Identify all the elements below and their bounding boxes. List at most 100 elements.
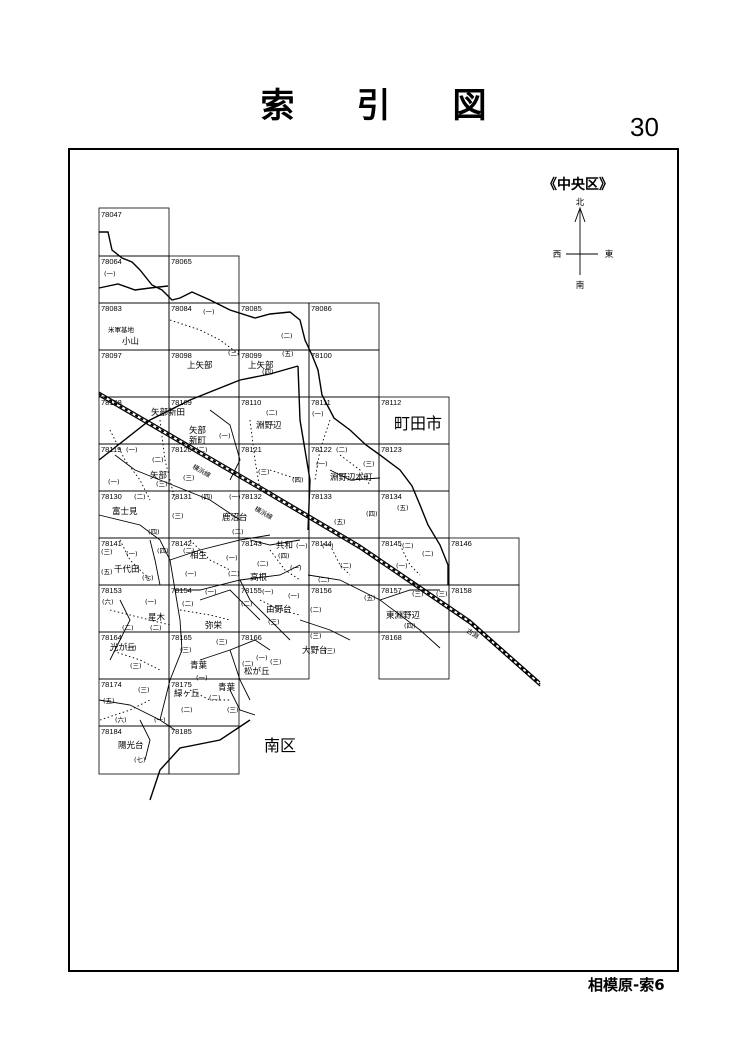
chome-marker: (一) [290, 564, 302, 572]
place-name: 松が丘 [244, 666, 270, 677]
chome-marker: (二) [183, 547, 195, 555]
chome-marker: (三) [324, 647, 336, 655]
chome-marker: (二) [152, 456, 164, 464]
chome-marker: (一) [185, 570, 197, 578]
chome-marker: (七) [142, 573, 154, 582]
chome-marker: (二) [422, 550, 434, 558]
chome-marker: (一) [145, 598, 157, 606]
grid-id: 78121 [241, 445, 262, 454]
chome-marker: (二) [402, 542, 414, 550]
page-number: 30 [630, 112, 659, 142]
chome-marker: (四) [201, 493, 213, 501]
grid-ids: 78047 78064 78065 78083 78084 78085 7808… [101, 210, 472, 736]
place-name: 上矢部 [187, 360, 213, 371]
grid-id: 78166 [241, 633, 262, 642]
grid-id: 78153 [101, 586, 122, 595]
chome-marker: (三) [180, 646, 192, 654]
grid-sheets [98, 207, 520, 775]
chome-marker: (二) [150, 624, 162, 632]
chome-marker: (二) [318, 576, 330, 584]
grid-id: 78142 [171, 539, 192, 548]
map-frame [68, 148, 679, 972]
chome-marker: (六) [115, 715, 127, 724]
chome-marker: (七) [134, 755, 146, 764]
place-name: 矢部新田 [151, 407, 185, 418]
footer-label: 相模原-索6 [588, 976, 665, 994]
grid-id: 78084 [171, 304, 192, 313]
place-name: 千代田 [114, 564, 140, 575]
chome-markers: (一) (一) (二) (三) (五) (四) (二) (一) (一) (一) … [101, 270, 448, 764]
district-boundaries [98, 231, 449, 801]
grid-id: 78168 [381, 633, 402, 642]
chome-marker: (二) [257, 560, 269, 568]
chome-marker: (一) [126, 446, 138, 454]
grid-id: 78156 [311, 586, 332, 595]
chome-marker: (一) [316, 460, 328, 468]
chome-marker: (一) [296, 542, 308, 550]
page-title: 索引図 [260, 86, 549, 126]
place-names: 米軍基地 小山 上矢部 上矢部 矢部新田 矢部 新町 淵野辺 淵野辺本町 矢部 … [108, 325, 421, 751]
chome-marker: (一) [219, 432, 231, 440]
place-name: 淵野辺 [256, 420, 282, 431]
grid-id: 78047 [101, 210, 122, 219]
place-name: 矢部 [189, 425, 207, 436]
section-title: 《中央区》 [543, 176, 613, 193]
chome-marker: (二) [182, 600, 194, 608]
place-name: 相生 [190, 550, 208, 561]
chome-boundaries [98, 409, 441, 761]
chome-marker: (二) [196, 446, 208, 454]
chome-marker: (四) [262, 368, 274, 376]
grid-id: 78099 [241, 351, 262, 360]
grid-id: 78086 [311, 304, 332, 313]
chome-marker: (二) [340, 562, 352, 570]
chome-marker: (五) [103, 697, 115, 705]
chome-marker: (三) [363, 460, 375, 468]
grid-id: 78122 [311, 445, 332, 454]
chome-marker: (四) [366, 510, 378, 518]
compass-east: 東 [605, 249, 614, 260]
place-name: 富士見 [112, 506, 138, 517]
chome-marker: (二) [209, 694, 221, 702]
grid-id: 78119 [101, 445, 121, 454]
chome-marker: (三) [130, 662, 142, 670]
chome-marker: (一) [196, 674, 208, 682]
chome-marker: (三) [412, 590, 424, 598]
chome-marker: (四) [278, 552, 290, 560]
chome-marker: (二) [281, 332, 293, 340]
compass [566, 206, 598, 275]
grid-id: 78123 [381, 445, 402, 454]
chome-marker: (三) [270, 658, 282, 666]
place-name: 緑ヶ丘 [174, 688, 200, 699]
place-name: 淵野辺本町 [330, 472, 373, 483]
place-name: 小山 [122, 336, 139, 347]
chome-marker: (一) [108, 478, 120, 486]
grid-id: 78174 [101, 680, 122, 689]
chome-marker: (二) [266, 409, 278, 417]
chome-marker: (三) [268, 618, 280, 626]
chome-marker: (三) [436, 590, 448, 598]
grid-id: 78097 [101, 351, 122, 360]
chome-marker: (二) [336, 446, 348, 454]
chome-marker: (二) [242, 660, 254, 668]
place-name: 鹿沼台 [222, 512, 248, 523]
chome-marker: (一) [396, 562, 408, 570]
compass-north: 北 [576, 198, 585, 208]
grid-id: 78185 [171, 727, 192, 736]
grid-id: 78145 [381, 539, 402, 548]
grid-id: 78098 [171, 351, 192, 360]
grid-id: 78130 [101, 492, 122, 501]
chome-marker: (三) [228, 349, 240, 357]
chome-marker: (一) [154, 716, 166, 724]
grid-id: 78143 [241, 539, 262, 548]
grid-id: 78157 [381, 586, 402, 595]
chome-marker: (五) [364, 594, 376, 602]
grid-id: 78154 [171, 586, 192, 595]
place-name: 大野台 [302, 645, 328, 656]
grid-id: 78109 [171, 398, 192, 407]
place-name: 上矢部 [248, 360, 274, 371]
grid-id: 78146 [451, 539, 472, 548]
grid-id: 78175 [171, 680, 192, 689]
chome-marker: (一) [126, 550, 138, 558]
chome-marker: (四) [157, 547, 169, 555]
